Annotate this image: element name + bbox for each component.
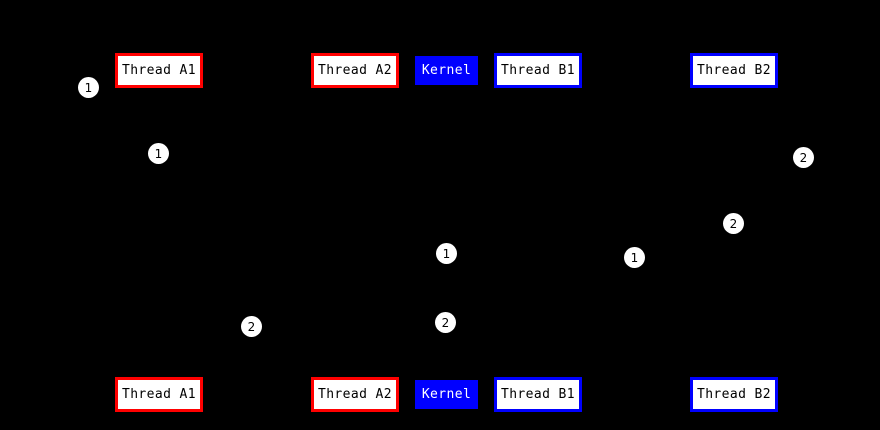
participant-kernel-bottom[interactable]: Kernel bbox=[415, 380, 478, 409]
lifeline-thread-a2 bbox=[355, 88, 356, 377]
participant-thread-a2-top[interactable]: Thread A2 bbox=[311, 53, 399, 88]
msg-b1-kernel bbox=[446, 257, 538, 258]
participant-thread-a2-bottom[interactable]: Thread A2 bbox=[311, 377, 399, 412]
participant-label: Thread A2 bbox=[317, 63, 393, 78]
participant-thread-b1-top[interactable]: Thread B1 bbox=[494, 53, 582, 88]
participant-thread-b2-bottom[interactable]: Thread B2 bbox=[690, 377, 778, 412]
step-marker-1[interactable]: 1 bbox=[78, 77, 99, 98]
step-marker-2[interactable]: 2 bbox=[435, 312, 456, 333]
participant-label: Thread A1 bbox=[121, 63, 197, 78]
participant-label: Thread B1 bbox=[500, 63, 576, 78]
participant-label: Kernel bbox=[421, 63, 472, 78]
step-marker-2[interactable]: 2 bbox=[793, 147, 814, 168]
participant-thread-a1-top[interactable]: Thread A1 bbox=[115, 53, 203, 88]
participant-thread-a1-bottom[interactable]: Thread A1 bbox=[115, 377, 203, 412]
participant-label: Kernel bbox=[421, 387, 472, 402]
msg-a2-kernel bbox=[355, 253, 446, 254]
participant-kernel-top[interactable]: Kernel bbox=[415, 56, 478, 85]
step-marker-2[interactable]: 2 bbox=[241, 316, 262, 337]
msg-b2-b1 bbox=[538, 223, 734, 224]
step-marker-1[interactable]: 1 bbox=[436, 243, 457, 264]
msg-kernel-a1 bbox=[159, 322, 446, 323]
step-marker-2[interactable]: 2 bbox=[723, 213, 744, 234]
participant-label: Thread B1 bbox=[500, 387, 576, 402]
step-marker-1[interactable]: 1 bbox=[624, 247, 645, 268]
lifeline-kernel bbox=[446, 85, 447, 380]
participant-thread-b2-top[interactable]: Thread B2 bbox=[690, 53, 778, 88]
lifeline-thread-a1 bbox=[159, 88, 160, 377]
participant-label: Thread A1 bbox=[121, 387, 197, 402]
step-marker-1[interactable]: 1 bbox=[148, 143, 169, 164]
msg-a1-a2 bbox=[159, 153, 355, 154]
lifeline-thread-b1 bbox=[538, 88, 539, 377]
participant-label: Thread B2 bbox=[696, 63, 772, 78]
participant-label: Thread A2 bbox=[317, 387, 393, 402]
participant-thread-b1-bottom[interactable]: Thread B1 bbox=[494, 377, 582, 412]
participant-label: Thread B2 bbox=[696, 387, 772, 402]
